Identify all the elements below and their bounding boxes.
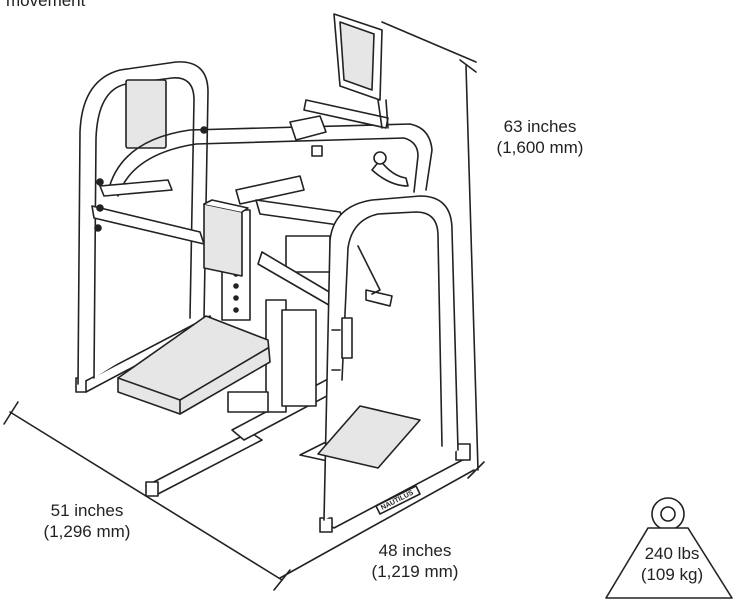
height-metric: (1,600 mm) <box>496 138 584 157</box>
press-handles <box>357 245 393 307</box>
foot-plate <box>317 405 421 469</box>
brand-plate <box>375 485 421 515</box>
width-dimension-line <box>279 469 475 579</box>
width-metric: (1,219 mm) <box>371 562 459 581</box>
weight-metric: (109 kg) <box>640 565 704 584</box>
top-handle-bar <box>107 99 433 197</box>
depth-metric: (1,296 mm) <box>43 522 131 541</box>
width-imperial: 48 inches <box>378 541 452 560</box>
depth-imperial: 51 inches <box>50 501 124 520</box>
weight-label: 240 lbs (109 kg) <box>624 543 720 585</box>
depth-label: 51 inches (1,296 mm) <box>34 500 140 542</box>
caption-text: movement <box>6 0 86 10</box>
weight-icon <box>605 497 733 599</box>
back-pad <box>203 199 249 277</box>
weight-stack-column <box>221 175 347 413</box>
height-imperial: 63 inches <box>503 117 577 136</box>
display-console <box>333 13 389 129</box>
weight-imperial: 240 lbs <box>644 544 700 563</box>
width-label: 48 inches (1,219 mm) <box>362 540 468 582</box>
height-dimension-line <box>381 21 485 479</box>
height-label: 63 inches (1,600 mm) <box>488 116 592 158</box>
seat-pad <box>117 315 271 415</box>
